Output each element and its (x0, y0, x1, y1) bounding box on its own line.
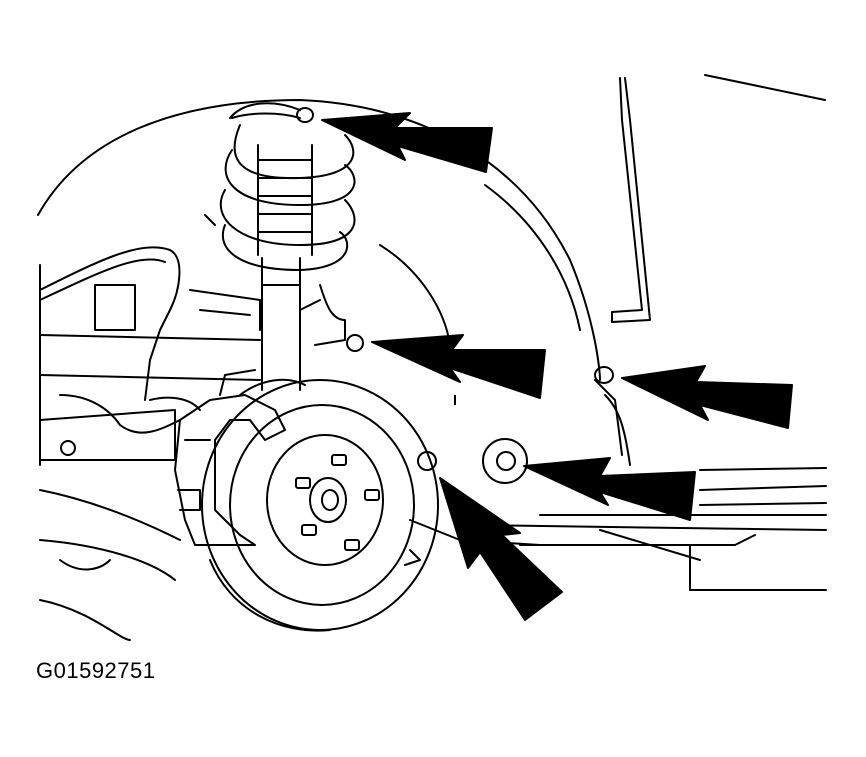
arrow-icon (371, 334, 546, 399)
body-panel (469, 74, 827, 591)
figure-id-label: G01592751 (36, 658, 156, 683)
arrow-icon (621, 365, 793, 429)
arrow-icon (523, 457, 696, 521)
arrow-icon (439, 477, 563, 621)
brake-rotor (201, 379, 439, 632)
fastener-markers (60, 107, 614, 484)
brake-line (39, 246, 346, 401)
wheel-well-outline (37, 99, 601, 381)
brake-caliper (149, 369, 306, 546)
arrow-icon (321, 112, 493, 173)
subframe (39, 264, 261, 466)
coil-spring-strut (204, 102, 356, 391)
lug-studs (295, 454, 380, 551)
